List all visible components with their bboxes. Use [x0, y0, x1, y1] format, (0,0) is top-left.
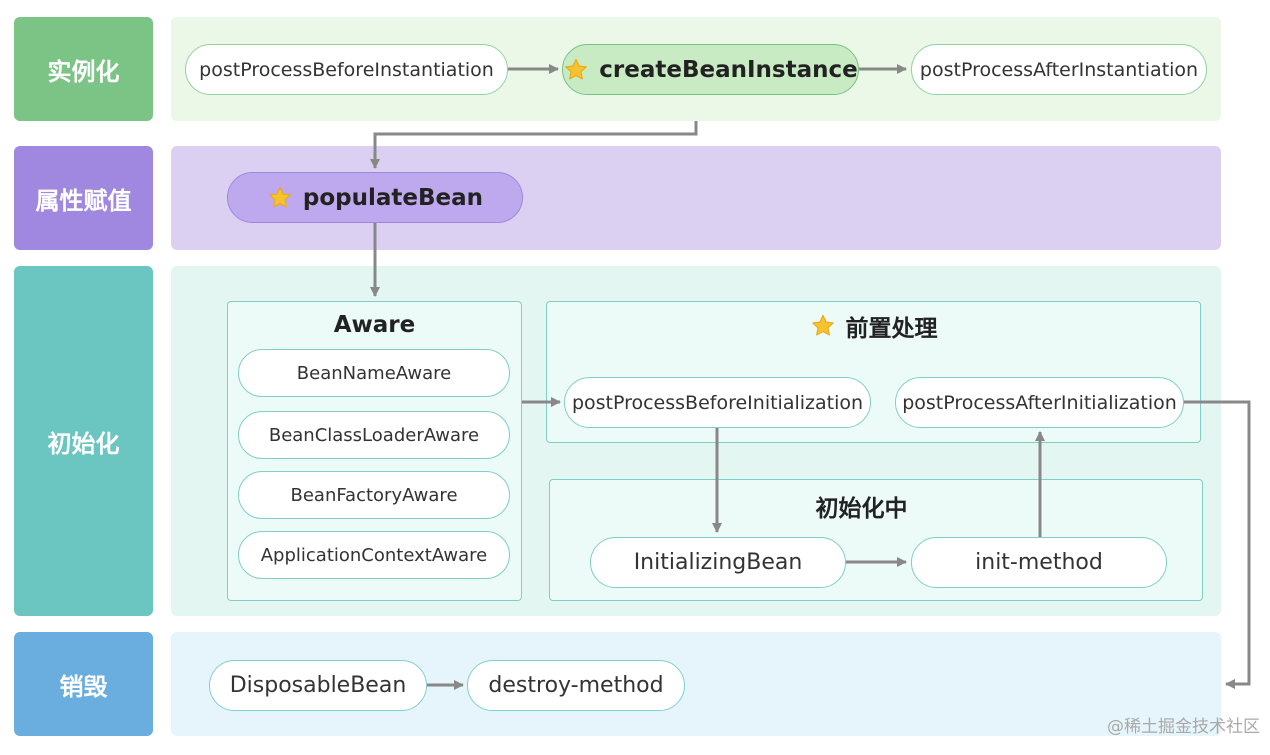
star-icon — [810, 313, 836, 339]
aware-item-label: BeanClassLoaderAware — [268, 424, 480, 446]
aware-item: BeanFactoryAware — [238, 471, 510, 519]
aware-item-label: ApplicationContextAware — [260, 544, 488, 566]
post-process-after-initialization-label: postProcessAfterInitialization — [902, 391, 1177, 414]
preprocess-title: 前置处理 — [546, 309, 1201, 343]
aware-item: BeanClassLoaderAware — [238, 411, 510, 459]
create-bean-instance: createBeanInstance — [562, 44, 859, 95]
stage-label-instantiation: 实例化 — [14, 17, 153, 121]
initializing-bean-label: InitializingBean — [633, 550, 803, 575]
disposable-bean-label: DisposableBean — [229, 673, 407, 698]
init-method: init-method — [911, 537, 1167, 588]
stage-label-destruction: 销毁 — [14, 632, 153, 736]
disposable-bean: DisposableBean — [209, 660, 427, 711]
post-process-before-instantiation-label: postProcessBeforeInstantiation — [199, 58, 494, 81]
post-process-after-instantiation: postProcessAfterInstantiation — [911, 44, 1207, 95]
stage-label-populate: 属性赋值 — [14, 146, 153, 250]
star-icon — [563, 57, 589, 83]
preprocess-title-label: 前置处理 — [845, 316, 938, 342]
aware-item: BeanNameAware — [238, 349, 510, 397]
initializing-title: 初始化中 — [815, 496, 908, 522]
stage-label-initialization: 初始化 — [14, 266, 153, 616]
populate-bean: populateBean — [227, 172, 523, 223]
post-process-after-initialization: postProcessAfterInitialization — [895, 377, 1184, 428]
post-process-before-instantiation: postProcessBeforeInstantiation — [185, 44, 508, 95]
post-process-after-instantiation-label: postProcessAfterInstantiation — [919, 58, 1199, 81]
initializing-bean: InitializingBean — [590, 537, 846, 588]
aware-item: ApplicationContextAware — [238, 531, 510, 579]
aware-item-label: BeanNameAware — [296, 362, 452, 384]
watermark: @稀土掘金技术社区 — [1107, 717, 1260, 737]
destroy-method: destroy-method — [467, 660, 685, 711]
aware-item-label: BeanFactoryAware — [290, 484, 458, 506]
aware-title: Aware — [333, 312, 416, 338]
populate-bean-label: populateBean — [302, 184, 484, 211]
init-method-label: init-method — [975, 550, 1103, 575]
star-icon — [267, 185, 293, 211]
destroy-method-label: destroy-method — [488, 673, 664, 698]
post-process-before-initialization-label: postProcessBeforeInitialization — [571, 391, 864, 414]
post-process-before-initialization: postProcessBeforeInitialization — [564, 377, 871, 428]
create-bean-instance-label: createBeanInstance — [599, 56, 858, 83]
